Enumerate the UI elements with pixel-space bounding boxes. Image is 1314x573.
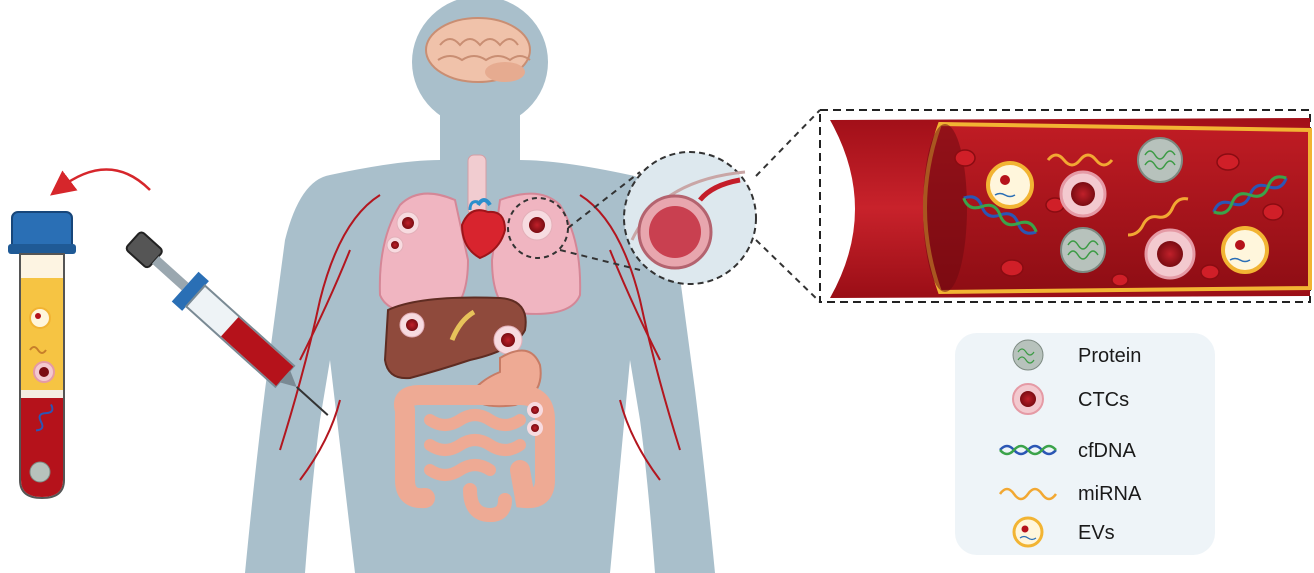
buffy-coat (21, 390, 63, 398)
blood-vessel-panel (820, 110, 1310, 302)
legend-label-protein: Protein (1078, 345, 1141, 367)
brain (426, 18, 530, 82)
legend-label-cfdna: cfDNA (1078, 440, 1136, 462)
ev-icon (1014, 518, 1042, 546)
blood-collection-tube (8, 212, 76, 498)
protein-icon (1013, 340, 1043, 370)
human-body (245, 0, 715, 573)
legend-label-mirna: miRNA (1078, 483, 1142, 505)
legend: Protein CTCs cfDNA miRNA EVs (955, 333, 1215, 555)
legend-label-evs: EVs (1078, 522, 1115, 544)
legend-label-ctcs: CTCs (1078, 389, 1129, 411)
legend-protein: Protein (1013, 340, 1141, 370)
transfer-arrow (60, 169, 150, 190)
